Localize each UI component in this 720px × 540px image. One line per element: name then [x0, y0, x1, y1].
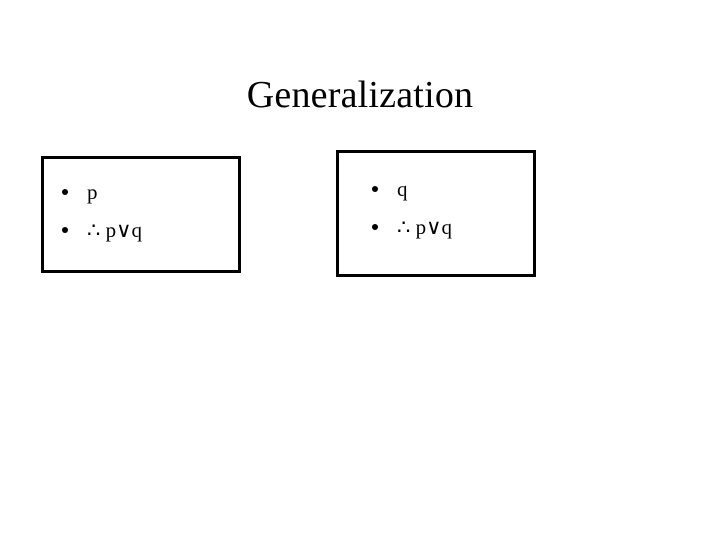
bullet-icon [372, 224, 378, 230]
bullet-icon [62, 189, 68, 195]
list-item-label: ∴ p∨q [397, 215, 452, 239]
list-item: q [370, 170, 452, 208]
list-item: ∴ p∨q [60, 211, 142, 249]
list-item-label: p [87, 180, 98, 204]
premise-box-left[interactable]: p ∴ p∨q [41, 156, 241, 273]
bullet-icon [62, 227, 68, 233]
list-item-label: q [397, 177, 408, 201]
premise-box-right[interactable]: q ∴ p∨q [336, 150, 536, 277]
page-title: Generalization [246, 74, 474, 116]
bullet-icon [372, 186, 378, 192]
bullet-list-left: p ∴ p∨q [60, 173, 142, 249]
list-item: ∴ p∨q [370, 208, 452, 246]
list-item-label: ∴ p∨q [87, 218, 142, 242]
bullet-list-right: q ∴ p∨q [370, 170, 452, 246]
list-item: p [60, 173, 142, 211]
